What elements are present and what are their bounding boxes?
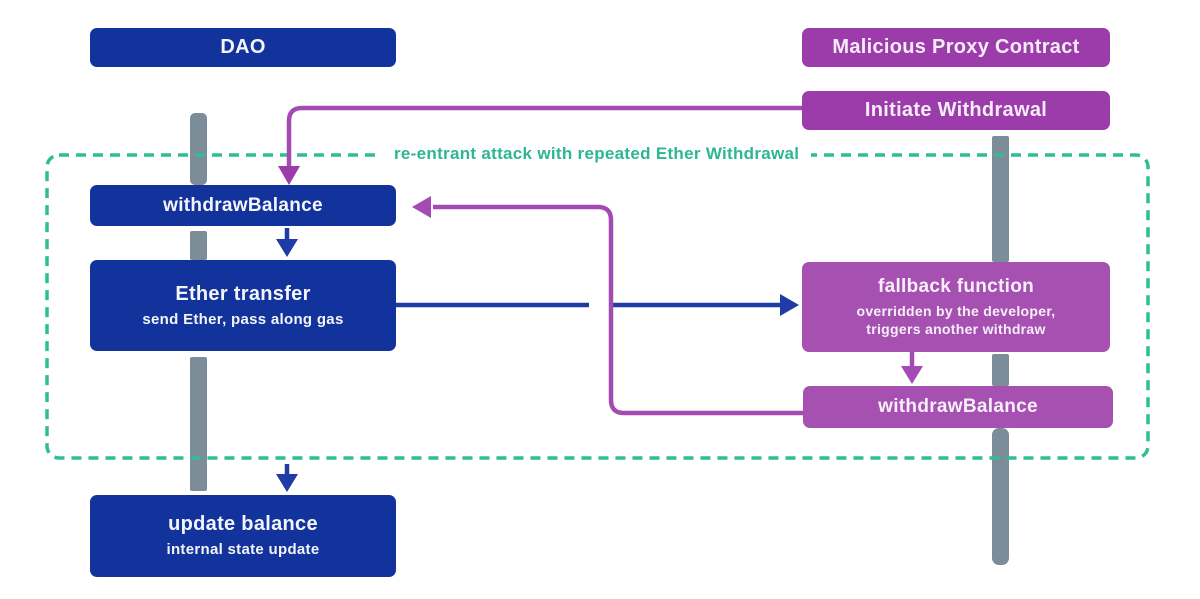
arrow-withdraw-to-ether bbox=[276, 228, 298, 257]
lifeline-dao-segment-1 bbox=[190, 113, 207, 185]
arrow-reentrant-line bbox=[433, 204, 804, 416]
arrowhead-left-icon bbox=[412, 196, 431, 218]
fallback-function-title: fallback function bbox=[877, 275, 1035, 297]
actor-proxy-label: Malicious Proxy Contract bbox=[832, 36, 1080, 58]
step-box-initiate-withdrawal: Initiate Withdrawal bbox=[802, 91, 1110, 130]
arrow-to-update-balance bbox=[276, 464, 298, 492]
arrow-reentrant-loop bbox=[412, 196, 804, 416]
lifeline-proxy bbox=[992, 136, 1009, 565]
arrowhead-down-icon bbox=[276, 239, 298, 257]
initiate-withdrawal-label: Initiate Withdrawal bbox=[864, 99, 1048, 121]
arrowhead-down-icon bbox=[276, 474, 298, 492]
lifeline-proxy-segment-2 bbox=[992, 354, 1009, 386]
lifeline-proxy-segment-1 bbox=[992, 136, 1009, 262]
update-balance-title: update balance bbox=[168, 513, 318, 536]
arrow-initiate-to-withdraw bbox=[278, 105, 802, 185]
withdraw-balance-proxy-label: withdrawBalance bbox=[878, 396, 1038, 418]
fallback-subtitle-line1: overridden by the developer, bbox=[856, 302, 1056, 319]
lifeline-proxy-segment-3 bbox=[992, 428, 1009, 565]
update-balance-subtitle: internal state update bbox=[166, 541, 320, 559]
attack-region-label: re-entrant attack with repeated Ether Wi… bbox=[382, 144, 812, 164]
step-box-withdraw-balance-dao: withdrawBalance bbox=[90, 185, 396, 226]
actor-dao-label: DAO bbox=[220, 36, 266, 58]
arrowhead-down-icon bbox=[278, 166, 300, 185]
actor-box-dao: DAO bbox=[90, 28, 396, 67]
arrowhead-down-icon bbox=[901, 366, 923, 384]
actor-box-proxy: Malicious Proxy Contract bbox=[802, 28, 1110, 67]
ether-transfer-title: Ether transfer bbox=[175, 282, 311, 305]
step-box-ether-transfer: Ether transfer send Ether, pass along ga… bbox=[90, 260, 396, 351]
fallback-function-subtitle: overridden by the developer, triggers an… bbox=[856, 302, 1055, 338]
lifeline-dao-segment-3 bbox=[190, 357, 207, 491]
fallback-subtitle-line2: triggers another withdraw bbox=[866, 320, 1046, 337]
withdraw-balance-dao-label: withdrawBalance bbox=[163, 194, 323, 216]
arrow-ether-to-fallback bbox=[396, 294, 799, 316]
arrow-fallback-to-withdraw bbox=[901, 352, 923, 384]
lifeline-dao-segment-2 bbox=[190, 231, 207, 260]
step-box-withdraw-balance-proxy: withdrawBalance bbox=[803, 386, 1113, 428]
step-box-update-balance: update balance internal state update bbox=[90, 495, 396, 577]
arrowhead-right-icon bbox=[780, 294, 799, 316]
ether-transfer-subtitle: send Ether, pass along gas bbox=[142, 310, 344, 328]
arrow-initiate-line bbox=[286, 105, 802, 169]
step-box-fallback-function: fallback function overridden by the deve… bbox=[802, 262, 1110, 352]
